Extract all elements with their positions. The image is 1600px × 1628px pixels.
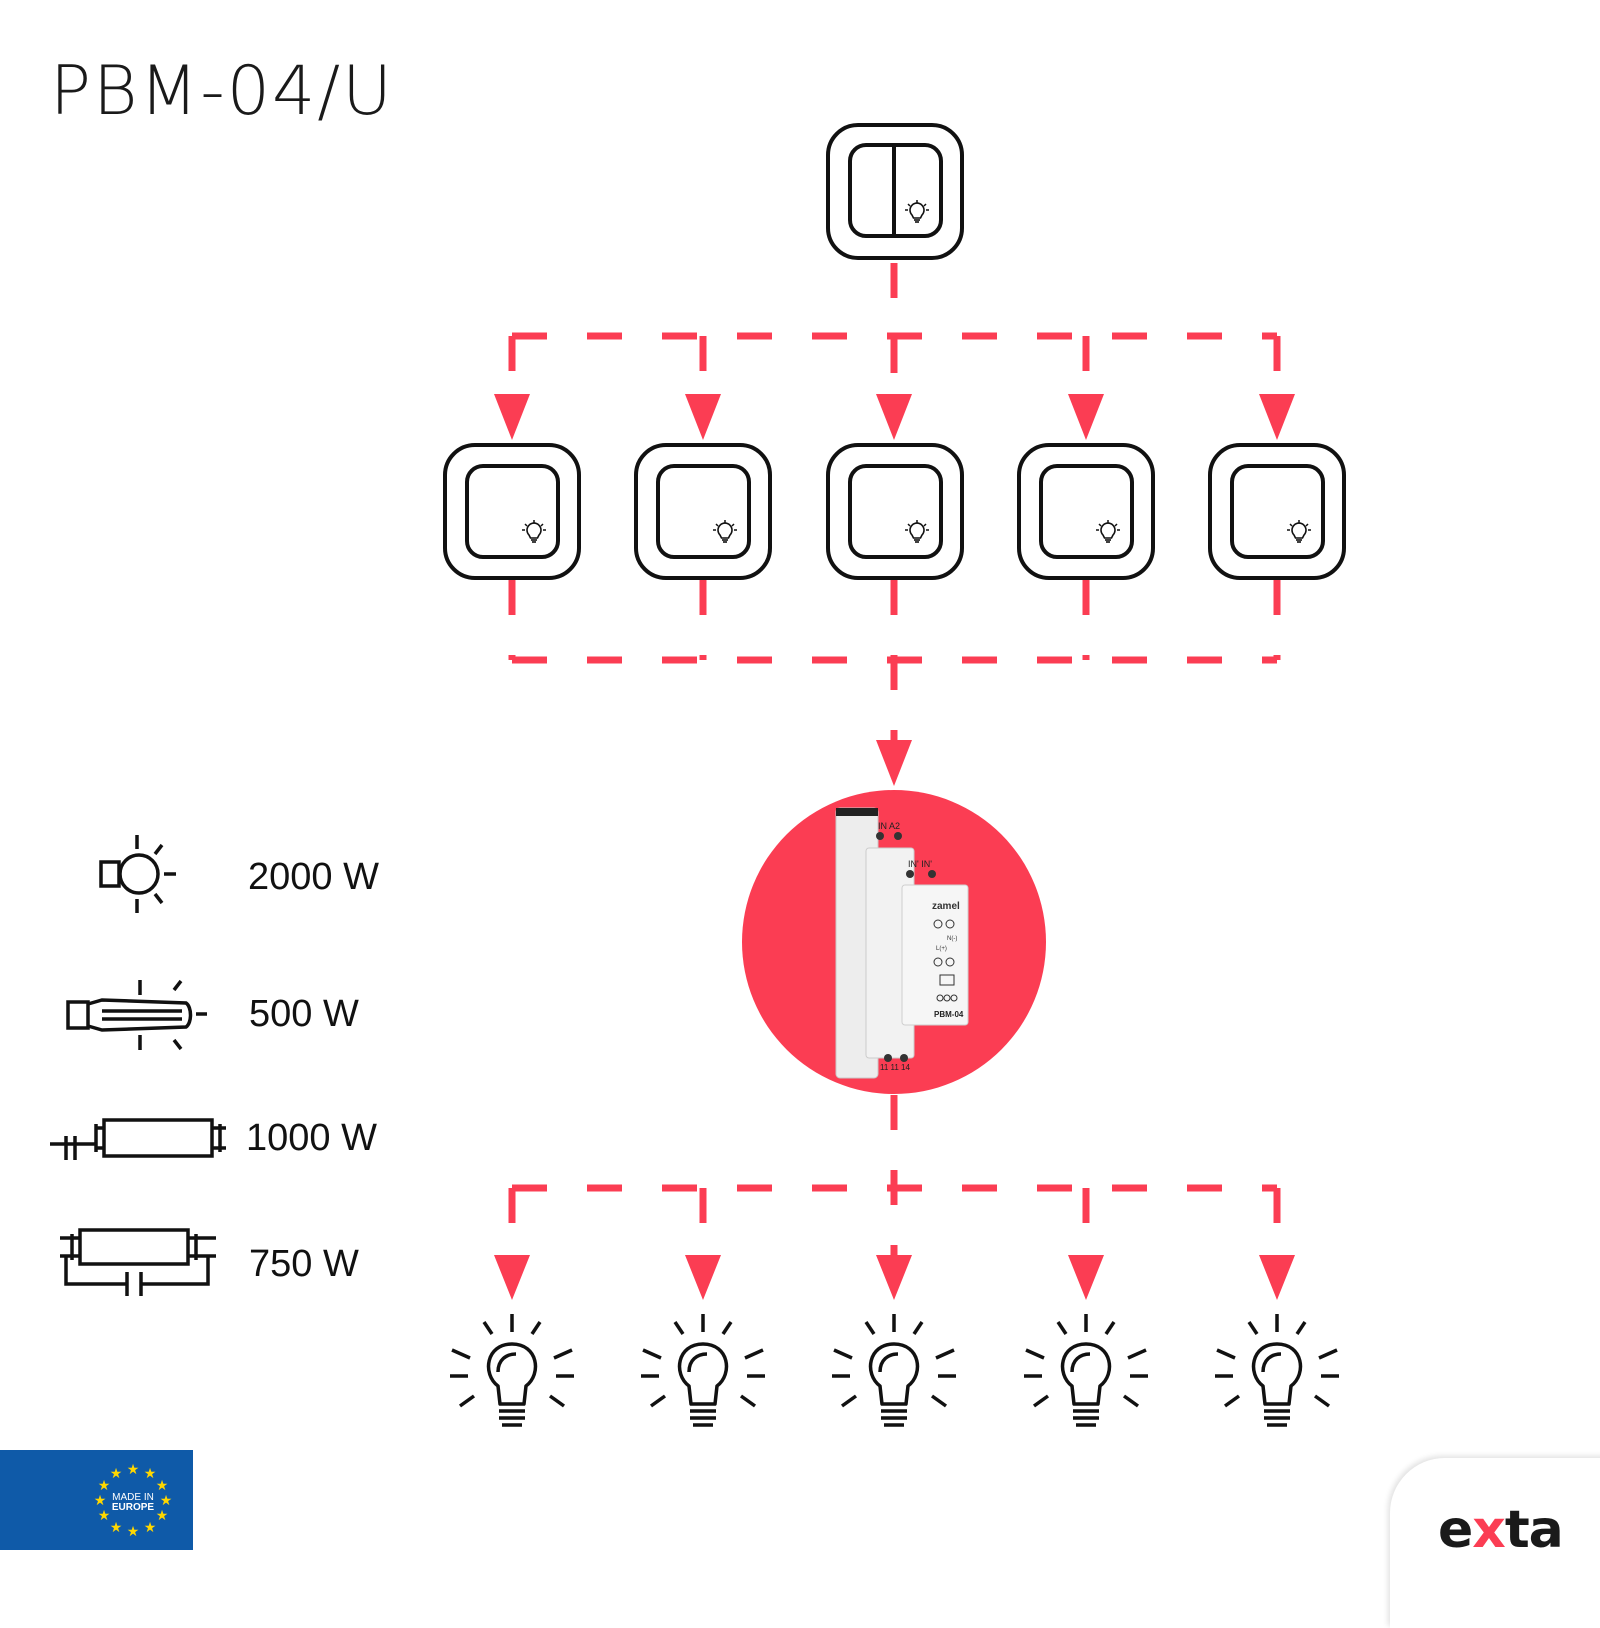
- arrowhead: [494, 394, 530, 440]
- push-button: [1208, 443, 1346, 580]
- relay-module: IN A2 IN' IN' zamel N(-) L(+) PBM-04 11 …: [742, 790, 1046, 1094]
- arrowhead: [1259, 1255, 1295, 1300]
- arrowhead: [1259, 394, 1295, 440]
- load-rating-halogen: 500 W: [249, 993, 359, 1035]
- svg-text:★: ★: [98, 1508, 111, 1524]
- load-rating-fluorescent-compensated: 750 W: [249, 1243, 359, 1285]
- light-bulb-icon: [830, 1312, 958, 1427]
- svg-text:★: ★: [127, 1462, 140, 1478]
- badge-line2: EUROPE: [112, 1502, 155, 1513]
- relay-terminal-label-bottom: 11 11 14: [880, 1063, 911, 1072]
- load-rating-fluorescent: 1000 W: [246, 1117, 377, 1159]
- arrowhead: [1068, 394, 1104, 440]
- arrowhead: [685, 1255, 721, 1300]
- main-switch: [826, 123, 964, 260]
- load-rating-incandescent: 2000 W: [248, 856, 379, 898]
- svg-text:★: ★: [144, 1466, 157, 1482]
- svg-text:★: ★: [98, 1478, 111, 1494]
- push-button: [1017, 443, 1155, 580]
- relay-terminal-label-mid: IN' IN': [908, 859, 932, 869]
- push-button: [826, 443, 964, 580]
- svg-text:★: ★: [160, 1493, 173, 1509]
- relay-model: PBM-04: [934, 1010, 964, 1019]
- page-title: PBM-04/U: [50, 52, 394, 131]
- brand-logo-suffix: ta: [1504, 1500, 1564, 1560]
- svg-text:★: ★: [110, 1466, 123, 1482]
- relay-terminal-label-top: IN A2: [878, 821, 900, 831]
- badge-line1: MADE IN: [112, 1492, 154, 1503]
- light-bulb-icon: [448, 1312, 576, 1427]
- halogen-lamp-icon: [66, 979, 207, 1051]
- arrowhead: [876, 740, 912, 786]
- svg-text:★: ★: [156, 1478, 169, 1494]
- wiring-lines: [508, 263, 1281, 1255]
- arrowhead: [876, 1255, 912, 1300]
- brand-logo-prefix: e: [1438, 1500, 1473, 1560]
- fluorescent-tube-uncompensated-icon: [50, 1118, 226, 1160]
- arrowhead: [876, 394, 912, 440]
- svg-text:★: ★: [144, 1520, 157, 1536]
- arrowhead: [685, 394, 721, 440]
- push-button: [443, 443, 581, 580]
- svg-text:★: ★: [110, 1520, 123, 1536]
- incandescent-lamp-icon: [99, 835, 176, 913]
- light-bulb-icon: [1213, 1312, 1341, 1427]
- relay-brand: zamel: [932, 901, 960, 912]
- svg-text:★: ★: [94, 1493, 107, 1509]
- arrowheads: [494, 394, 1295, 1300]
- brand-logo-accent: x: [1472, 1500, 1506, 1560]
- brand-logo: exta: [1438, 1500, 1564, 1560]
- arrowhead: [494, 1255, 530, 1300]
- light-bulb-icon: [1022, 1312, 1150, 1427]
- made-in-europe-badge: ★ ★ ★ ★ ★ ★ ★ ★ ★ ★ ★ ★ MADE IN EUROPE: [0, 1450, 193, 1550]
- relay-label-l: L(+): [936, 946, 947, 952]
- svg-text:★: ★: [156, 1508, 169, 1524]
- svg-text:★: ★: [127, 1524, 140, 1540]
- relay-label-n: N(-): [947, 936, 957, 942]
- push-button: [634, 443, 772, 580]
- light-bulb-icon: [639, 1312, 767, 1427]
- fluorescent-tube-compensated-icon: [60, 1228, 216, 1296]
- arrowhead: [1068, 1255, 1104, 1300]
